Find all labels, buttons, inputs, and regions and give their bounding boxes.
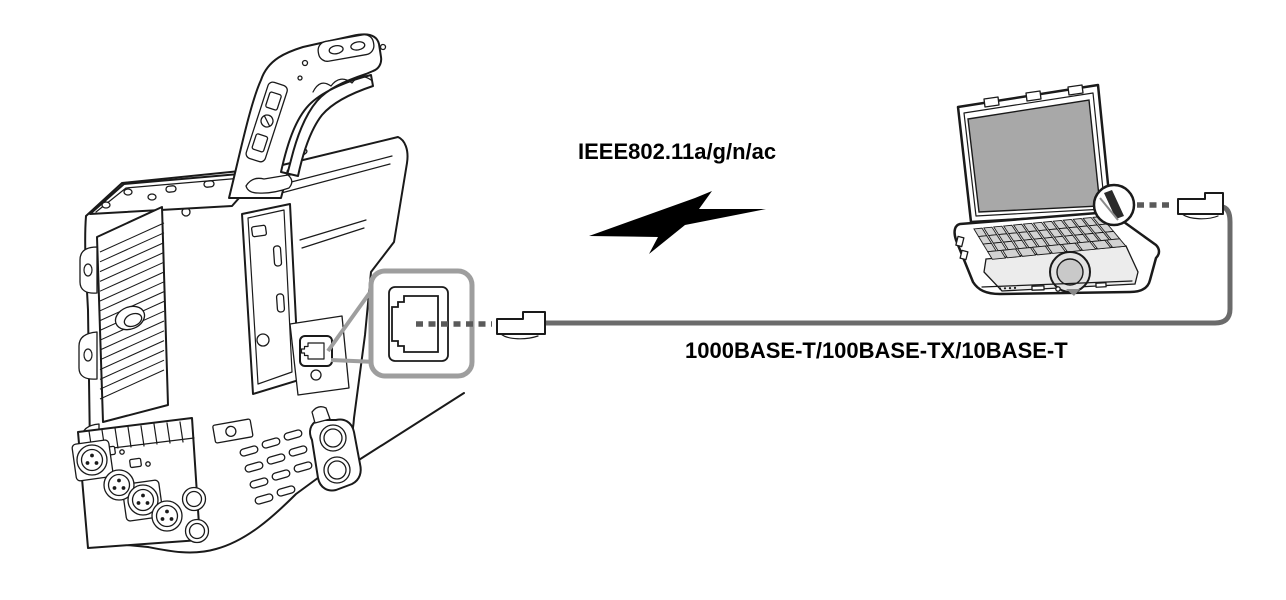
handle-grip-bumps — [312, 76, 372, 93]
handle-top-cap — [317, 34, 375, 62]
callout-wedge-line — [326, 282, 378, 353]
vent-grille — [239, 429, 313, 505]
wired-standard-label: 1000BASE-T/100BASE-TX/10BASE-T — [685, 338, 1068, 363]
laptop-lan-port — [1104, 190, 1124, 219]
camcorder-illustration — [71, 33, 465, 554]
round-connector-icon — [181, 486, 207, 512]
lan-port-circle-callout — [1092, 183, 1136, 227]
rj45-plug-computer-side-icon — [1177, 192, 1224, 220]
laptop-trackpad — [1049, 251, 1091, 296]
mic-holder-rod — [339, 392, 465, 473]
lightning-bolt-icon — [589, 191, 766, 254]
xlr-connector-icon — [76, 444, 108, 476]
camera-handle — [228, 33, 387, 199]
laptop-keyboard — [973, 216, 1127, 260]
camera-lan-terminal — [289, 315, 350, 396]
accessory-shoe — [212, 418, 254, 444]
laptop-illustration — [953, 83, 1161, 296]
battery-plate-ridges — [99, 222, 165, 400]
xlr-connector-panel — [71, 417, 210, 549]
rj45-jack-opening — [391, 295, 439, 353]
rj45-plug-camera-side-icon — [496, 311, 546, 340]
wireless-standard-label: IEEE802.11a/g/n/ac — [578, 139, 777, 164]
card-slot-panel — [241, 203, 300, 395]
xlr-connector-icon — [151, 500, 183, 532]
handle-control-panel — [245, 81, 288, 163]
bnc-connectors — [309, 406, 362, 492]
laptop-screen — [967, 99, 1101, 213]
ethernet-cable — [546, 204, 1233, 326]
round-connector-icon — [184, 518, 210, 544]
handle-front-clip — [245, 174, 293, 194]
battery-plate — [96, 206, 169, 423]
